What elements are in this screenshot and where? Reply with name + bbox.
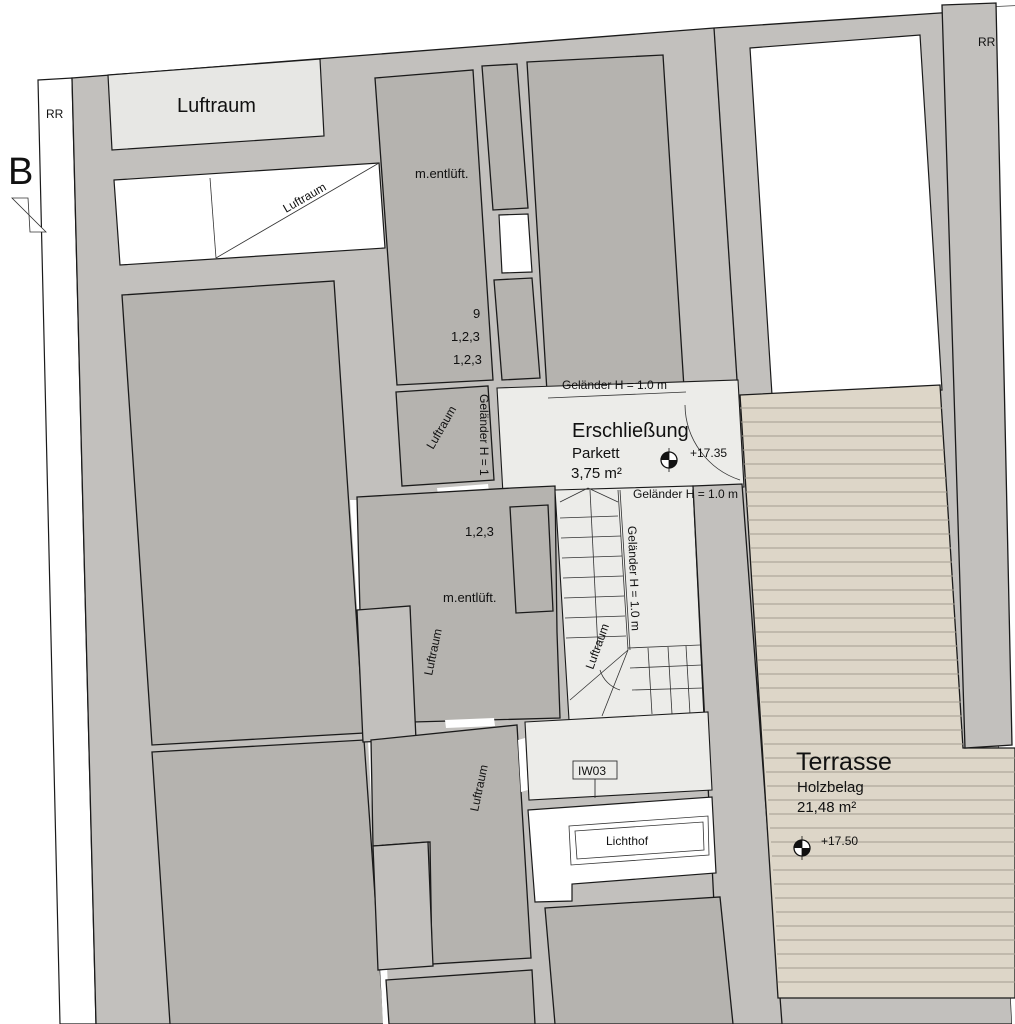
label-lichthof: Lichthof: [606, 834, 649, 848]
label-gelaender-left-vertical: Geländer H = 1: [477, 394, 491, 476]
label-m-entlueft-mid: m.entlüft.: [443, 590, 496, 605]
corridor-iw03: [524, 711, 713, 801]
room-floor-erschliessung: Parkett: [572, 445, 620, 462]
lichthof-frame-outer: [568, 815, 710, 866]
boundary-label-right: RR: [978, 35, 996, 49]
luftraum-small-room: [395, 385, 495, 487]
label-gelaender-top: Geländer H = 1.0 m: [562, 378, 667, 392]
shaft-mid: [509, 504, 554, 614]
room-level-erschliessung: +17.35: [690, 446, 727, 460]
terrace-planks: [740, 407, 1015, 983]
luftraum-top: [107, 58, 325, 151]
erschliessung-area: [496, 379, 745, 495]
void-diagonal: [215, 162, 380, 259]
wall-pier-low: [372, 841, 434, 971]
wall-strip-right: [941, 2, 1013, 749]
door-swing: [684, 404, 741, 481]
boundary-label-left: RR: [46, 107, 64, 121]
room-area-terrasse: 21,48 m²: [797, 799, 856, 816]
room-area-erschliessung: 3,75 m²: [571, 465, 622, 482]
label-code-mid: 1,2,3: [465, 524, 494, 539]
void-divider: [209, 177, 217, 259]
level-marker-terrasse: [793, 836, 811, 860]
section-arrow-icon: [11, 197, 47, 233]
open-shaft-top-right: [749, 34, 943, 396]
wall-divider: [713, 27, 739, 396]
lichthof-frame-inner: [574, 821, 705, 860]
room-bottom-center: [544, 896, 734, 1024]
shaft-2: [493, 277, 541, 381]
shaft-1: [481, 63, 529, 211]
room-bottom-left: [385, 969, 536, 1024]
label-gelaender-stair-vertical: Geländer H = 1.0 m: [625, 526, 643, 631]
room-name-erschliessung: Erschließung: [572, 420, 689, 442]
wall-pier-mid: [356, 605, 417, 743]
gap-slit-3: [518, 738, 528, 792]
room-floor-terrasse: Holzbelag: [797, 779, 864, 796]
section-marker-b: [11, 197, 47, 233]
room-level-terrasse: +17.50: [821, 834, 858, 848]
room-center-tall: [526, 54, 685, 393]
stair-treads: [559, 487, 704, 717]
room-m-entlueft-top: [374, 69, 494, 386]
level-marker-erschliessung: [660, 448, 678, 472]
shaft-white: [498, 213, 533, 274]
label-luftraum-top: Luftraum: [177, 95, 256, 117]
property-boundary-left: [37, 77, 97, 1024]
label-m-entlueft-top: m.entlüft.: [415, 166, 468, 181]
section-marker-label: B: [8, 151, 33, 193]
lichthof-courtyard: [527, 796, 717, 903]
railing-top: [547, 391, 687, 399]
label-code-top-1: 9: [473, 306, 480, 321]
gap-bar-2: [445, 718, 495, 728]
label-wall-tag: IW03: [578, 764, 606, 778]
room-left-lower: [151, 739, 385, 1024]
room-name-terrasse: Terrasse: [796, 748, 892, 776]
luftraum-void: [113, 162, 386, 266]
label-gelaender-right: Geländer H = 1.0 m: [633, 487, 738, 501]
label-code-top-3: 1,2,3: [453, 352, 482, 367]
label-code-top-2: 1,2,3: [451, 329, 480, 344]
railing-stair: [619, 489, 631, 651]
room-left-large: [121, 280, 365, 746]
